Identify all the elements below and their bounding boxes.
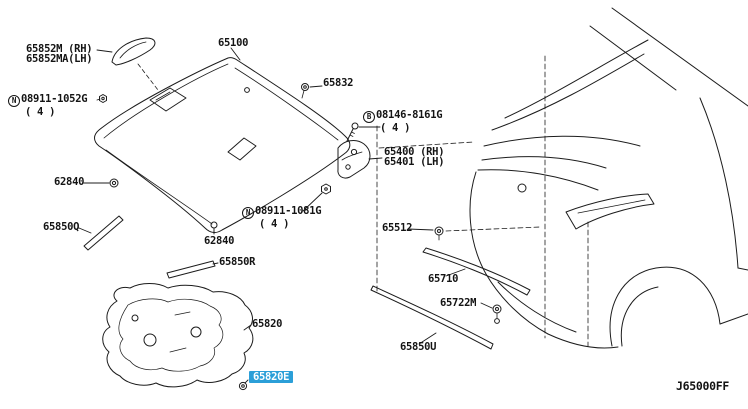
nut-1081g-drawing: [321, 183, 331, 195]
label-08911-1052g-qty: ( 4 ): [25, 106, 56, 118]
diagram-code: J65000FF: [676, 379, 729, 393]
bolt-symbol-icon: B: [363, 111, 375, 123]
leader-lines: [78, 47, 493, 384]
label-08911-1081g-qty: ( 4 ): [259, 218, 290, 230]
label-65850u: 65850U: [400, 341, 437, 353]
hood-duct-drawing: [111, 37, 159, 91]
label-65850r: 65850R: [219, 256, 256, 268]
label-65832: 65832: [323, 77, 354, 89]
reference-dashed-lines: [376, 55, 589, 347]
clip-65722m-drawing: [492, 304, 502, 324]
strip-65850r-drawing: [166, 260, 216, 279]
nut-symbol-icon: N: [8, 95, 20, 107]
nut-1052g-drawing: [99, 94, 107, 103]
label-65400-line1: 65400 (RH): [384, 146, 445, 158]
clip-65512-drawing: [434, 226, 444, 241]
label-65820e-highlighted[interactable]: 65820E: [249, 371, 294, 383]
clip-65832-drawing: [301, 83, 309, 99]
clip-65820e-drawing: [238, 381, 248, 391]
label-65852m-line2: 65852MA(LH): [26, 53, 93, 65]
label-08146-8161g-qty: ( 4 ): [380, 122, 411, 134]
label-65850q: 65850Q: [43, 221, 80, 233]
label-65820: 65820: [252, 318, 283, 330]
bolt-8161g-drawing: [346, 122, 359, 142]
label-65852m: 65852M (RH) 65852MA(LH): [26, 43, 93, 65]
label-62840-left: 62840: [54, 176, 85, 188]
hood-hinge-drawing: [337, 140, 371, 179]
label-65400-line2: 65401 (LH): [384, 156, 445, 168]
label-08911-1052g-number: 08911-1052G: [21, 93, 88, 105]
label-65100: 65100: [218, 37, 249, 49]
molding-65710-drawing: [422, 247, 531, 296]
nut-symbol-icon: N: [242, 207, 254, 219]
grommet-62840-left-drawing: [109, 178, 119, 188]
label-65722m: 65722M: [440, 297, 477, 309]
car-body-outline: [469, 7, 748, 349]
strip-65850q-drawing: [83, 215, 124, 251]
label-65710: 65710: [428, 273, 459, 285]
label-08911-1081g-number: 08911-1081G: [255, 205, 322, 217]
label-08146-8161g-number: 08146-8161G: [376, 109, 443, 121]
label-65512: 65512: [382, 222, 413, 234]
hood-insulator-drawing: [102, 283, 254, 388]
label-65852m-line1: 65852M (RH): [26, 43, 93, 55]
label-62840-center: 62840: [204, 235, 235, 247]
strip-65850u-drawing: [370, 285, 494, 350]
label-65400: 65400 (RH) 65401 (LH): [384, 146, 445, 168]
